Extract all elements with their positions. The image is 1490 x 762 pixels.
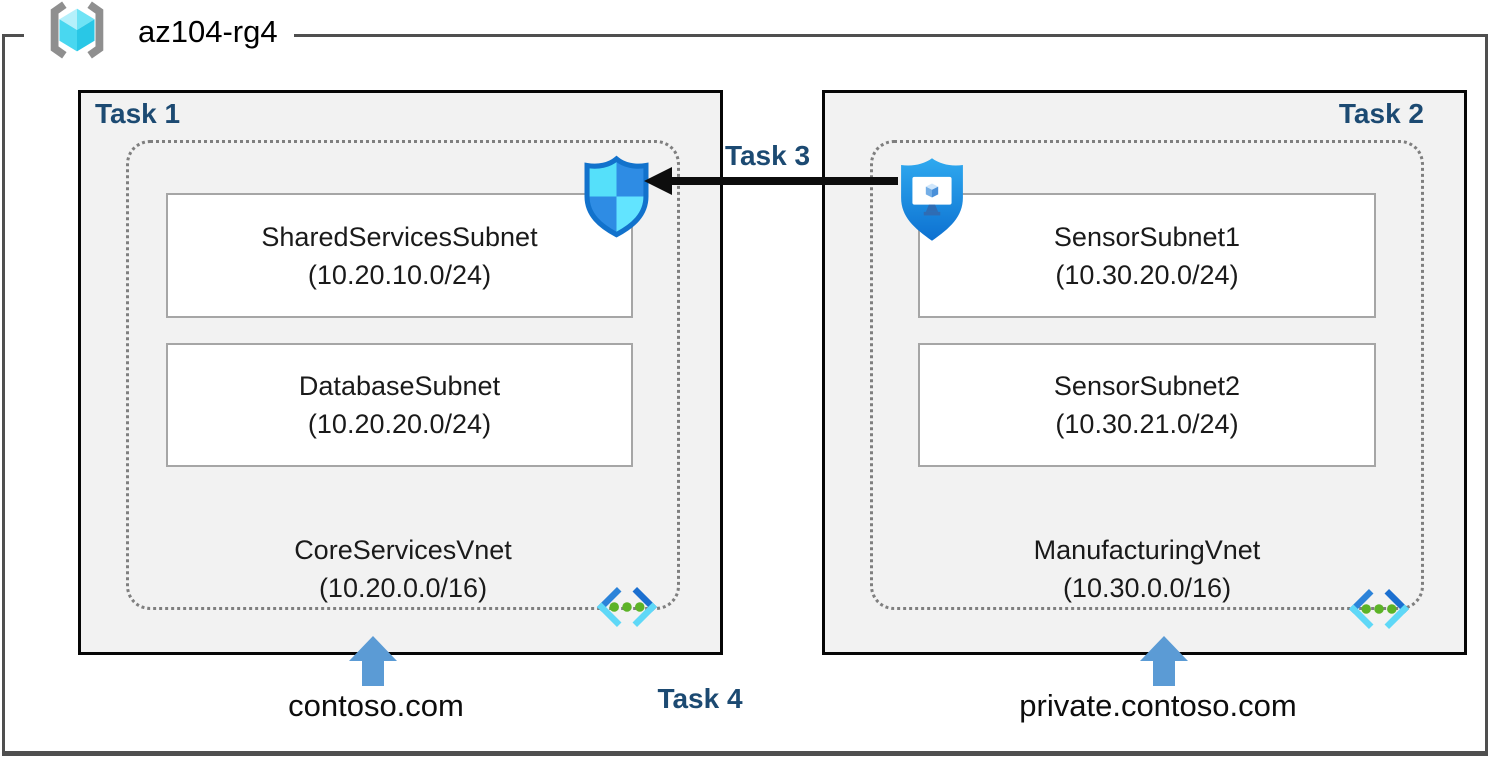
vnet-cidr: (10.30.0.0/16) (1062, 573, 1232, 603)
contoso-dns-label: contoso.com (288, 688, 464, 723)
sensor-subnet1-box: SensorSubnet1 (10.30.20.0/24) (918, 193, 1376, 318)
sensor-subnet2-box: SensorSubnet2 (10.30.21.0/24) (918, 343, 1376, 467)
network-security-group-shield-icon (584, 155, 649, 238)
resource-group-label: az104-rg4 (24, 0, 294, 64)
bastion-shield-icon (898, 156, 966, 243)
manufacturing-vnet-boundary (870, 140, 1424, 610)
task4-label: Task 4 (657, 683, 743, 714)
up-arrow-icon (1140, 636, 1188, 686)
resource-group-name: az104-rg4 (138, 14, 278, 49)
shared-services-subnet-box: SharedServicesSubnet (10.20.10.0/24) (166, 193, 633, 318)
resource-group-icon (40, 0, 114, 66)
vnet-cidr: (10.20.0.0/16) (318, 573, 488, 603)
database-subnet-box: DatabaseSubnet (10.20.20.0/24) (166, 343, 633, 467)
subnet-name: SensorSubnet1 (1053, 221, 1241, 252)
virtual-network-icon (593, 586, 661, 628)
task1-label: Task 1 (95, 98, 181, 129)
subnet-cidr: (10.30.21.0/24) (1055, 409, 1239, 439)
task2-box: Task 2 SensorSubnet1 (10.30.20.0/24) Sen… (822, 90, 1467, 655)
subnet-cidr: (10.20.20.0/24) (307, 409, 492, 439)
core-services-vnet-boundary (126, 140, 680, 610)
resource-group-frame (2, 34, 1488, 756)
subnet-name: SharedServicesSubnet (261, 221, 538, 252)
task3-arrow-line (660, 177, 898, 185)
subnet-cidr: (10.30.20.0/24) (1055, 259, 1239, 290)
vnet-name: CoreServicesVnet (294, 535, 512, 565)
task2-label: Task 2 (1338, 98, 1424, 129)
virtual-network-icon (1345, 588, 1413, 630)
vnet-name: ManufacturingVnet (1033, 535, 1261, 565)
private-contoso-dns-label: private.contoso.com (1019, 688, 1297, 723)
task3-label: Task 3 (724, 140, 811, 171)
up-arrow-icon (349, 636, 397, 686)
manufacturing-vnet-label: ManufacturingVnet (10.30.0.0/16) (870, 531, 1424, 607)
subnet-name: DatabaseSubnet (298, 371, 501, 401)
subnet-cidr: (10.20.10.0/24) (307, 259, 492, 290)
task3-arrow-head-icon (644, 167, 672, 195)
core-services-vnet-label: CoreServicesVnet (10.20.0.0/16) (126, 531, 680, 607)
subnet-name: SensorSubnet2 (1053, 371, 1241, 401)
